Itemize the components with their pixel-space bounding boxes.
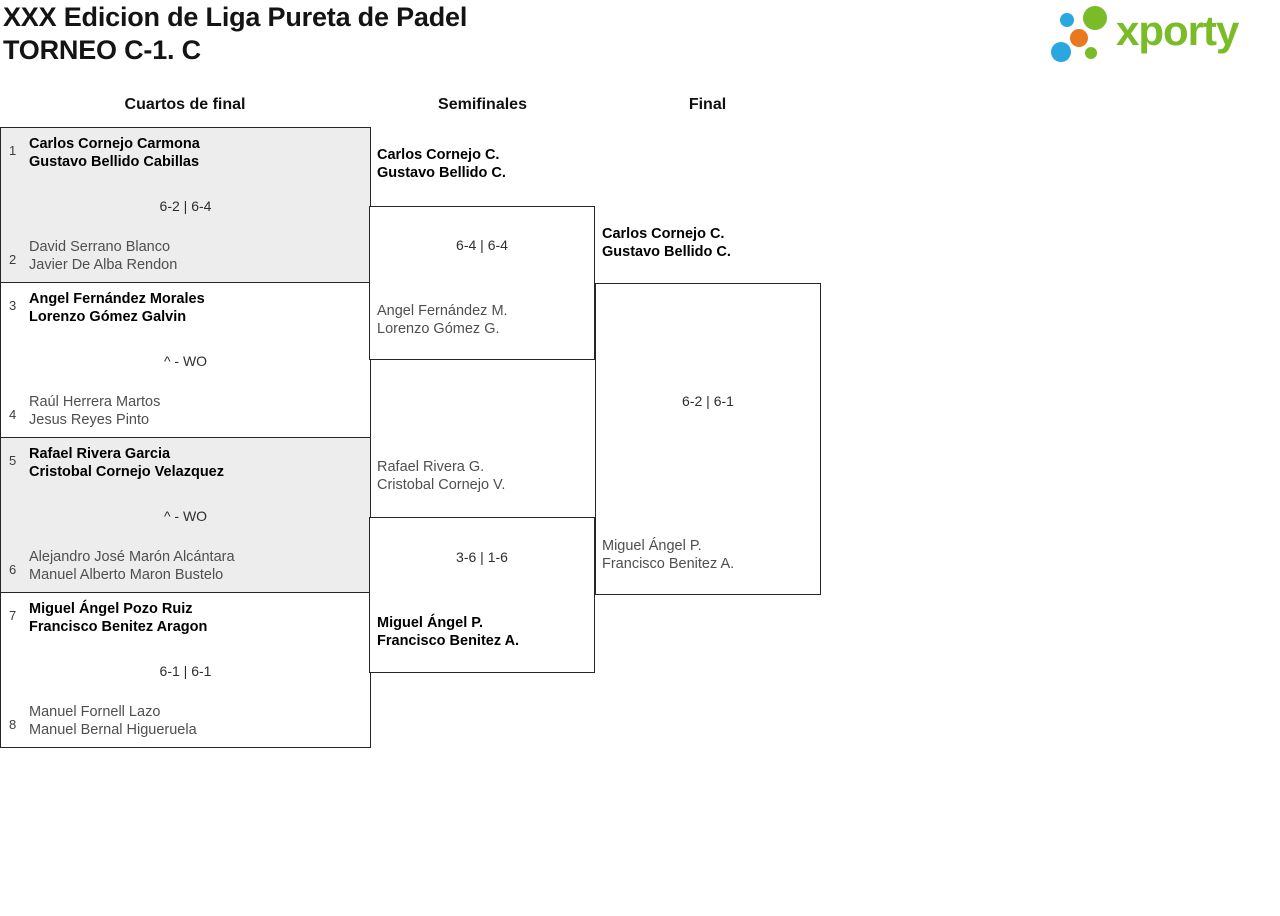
team-pair: Carlos Cornejo C. Gustavo Bellido C.: [377, 147, 506, 182]
page-title: XXX Edicion de Liga Pureta de Padel TORN…: [3, 1, 467, 67]
round-header-semifinales: Semifinales: [438, 96, 527, 113]
seed-number: 8: [9, 717, 17, 732]
match-score: 6-1 | 6-1: [159, 663, 212, 679]
tournament-title: XXX Edicion de Liga Pureta de Padel: [3, 2, 468, 32]
logo-dot-orange-icon: [1070, 29, 1088, 47]
seed-number: 2: [9, 252, 17, 267]
team-pair: Rafael Rivera Garcia Cristobal Cornejo V…: [29, 446, 224, 481]
team-pair: Miguel Ángel P. Francisco Benitez A.: [602, 538, 734, 573]
match-score: 6-4 | 6-4: [456, 237, 508, 253]
seed-number: 6: [9, 562, 17, 577]
match-score: 6-2 | 6-4: [159, 198, 212, 214]
player-name: Javier De Alba Rendon: [29, 256, 178, 273]
player-name: Manuel Bernal Higueruela: [29, 721, 197, 738]
team-pair: Carlos Cornejo C. Gustavo Bellido C.: [602, 226, 731, 261]
quarterfinal-match-1-box: 1 Carlos Cornejo Carmona Gustavo Bellido…: [1, 128, 370, 283]
player-name: Rafael Rivera G.: [377, 459, 485, 475]
player-name: Francisco Benitez A.: [377, 632, 520, 649]
seed-number: 1: [9, 143, 17, 158]
team-pair: Alejandro José Marón Alcántara Manuel Al…: [29, 549, 235, 584]
player-name: Miguel Ángel Pozo Ruiz: [29, 601, 193, 617]
semifinal-match-2-box: [369, 517, 595, 673]
player-name: David Serrano Blanco: [29, 239, 171, 255]
team-pair: Miguel Ángel Pozo Ruiz Francisco Benitez…: [29, 601, 207, 636]
player-name: Manuel Fornell Lazo: [29, 704, 161, 720]
player-name: Angel Fernández M.: [377, 303, 508, 319]
quarterfinal-match-2-box: 3 Angel Fernández Morales Lorenzo Gómez …: [1, 283, 370, 438]
round-header-cuartos-de-final: Cuartos de final: [124, 96, 246, 113]
quarterfinals-column: 1 Carlos Cornejo Carmona Gustavo Bellido…: [0, 127, 371, 748]
player-name: Lorenzo Gómez G.: [377, 320, 500, 337]
seed-number: 7: [9, 608, 17, 623]
team-pair: Angel Fernández M. Lorenzo Gómez G.: [377, 303, 508, 338]
player-name: Angel Fernández Morales: [29, 291, 205, 307]
logo-dot-blue-large-icon: [1051, 42, 1071, 62]
team-pair: Miguel Ángel P. Francisco Benitez A.: [377, 615, 519, 650]
team-pair: David Serrano Blanco Javier De Alba Rend…: [29, 239, 177, 274]
match-score: 6-2 | 6-1: [682, 393, 734, 409]
player-name: Alejandro José Marón Alcántara: [29, 549, 235, 565]
player-name: Cristobal Cornejo Velazquez: [29, 463, 224, 480]
seed-number: 4: [9, 407, 17, 422]
player-name: Gustavo Bellido C.: [602, 243, 731, 260]
team-pair: Carlos Cornejo Carmona Gustavo Bellido C…: [29, 136, 200, 171]
match-score: ^ - WO: [163, 508, 208, 524]
quarterfinal-match-3-box: 5 Rafael Rivera Garcia Cristobal Cornejo…: [1, 438, 370, 593]
player-name: Gustavo Bellido Cabillas: [29, 153, 200, 170]
team-pair: Angel Fernández Morales Lorenzo Gómez Ga…: [29, 291, 205, 326]
player-name: Gustavo Bellido C.: [377, 164, 506, 181]
team-pair: Rafael Rivera G. Cristobal Cornejo V.: [377, 459, 505, 494]
player-name: Francisco Benitez Aragon: [29, 618, 208, 635]
player-name: Cristobal Cornejo V.: [377, 476, 506, 493]
player-name: Raúl Herrera Martos: [29, 394, 161, 410]
player-name: Manuel Alberto Maron Bustelo: [29, 566, 224, 583]
match-score: 3-6 | 1-6: [456, 549, 508, 565]
player-name: Carlos Cornejo C.: [377, 147, 500, 163]
xporty-logo-text: xporty: [1116, 7, 1239, 54]
player-name: Jesus Reyes Pinto: [29, 411, 150, 428]
player-name: Rafael Rivera Garcia: [29, 446, 171, 462]
quarterfinal-match-4-box: 7 Miguel Ángel Pozo Ruiz Francisco Benit…: [1, 593, 370, 747]
tournament-subtitle: TORNEO C-1. C: [3, 35, 201, 65]
match-score: ^ - WO: [163, 353, 208, 369]
round-header-final: Final: [688, 96, 727, 113]
logo-dot-blue-small-icon: [1060, 13, 1074, 27]
team-pair: Raúl Herrera Martos Jesus Reyes Pinto: [29, 394, 160, 429]
player-name: Miguel Ángel P.: [602, 538, 702, 554]
seed-number: 5: [9, 453, 17, 468]
final-match-box: [595, 283, 821, 595]
player-name: Lorenzo Gómez Galvin: [29, 308, 187, 325]
player-name: Carlos Cornejo Carmona: [29, 136, 200, 152]
player-name: Francisco Benitez A.: [602, 555, 735, 572]
logo-dot-green-small-icon: [1085, 47, 1097, 59]
player-name: Carlos Cornejo C.: [602, 226, 725, 242]
team-pair: Manuel Fornell Lazo Manuel Bernal Higuer…: [29, 704, 197, 739]
logo-dot-green-large-icon: [1083, 6, 1107, 30]
seed-number: 3: [9, 298, 17, 313]
semifinal-match-1-box: [369, 206, 595, 360]
player-name: Miguel Ángel P.: [377, 615, 484, 631]
